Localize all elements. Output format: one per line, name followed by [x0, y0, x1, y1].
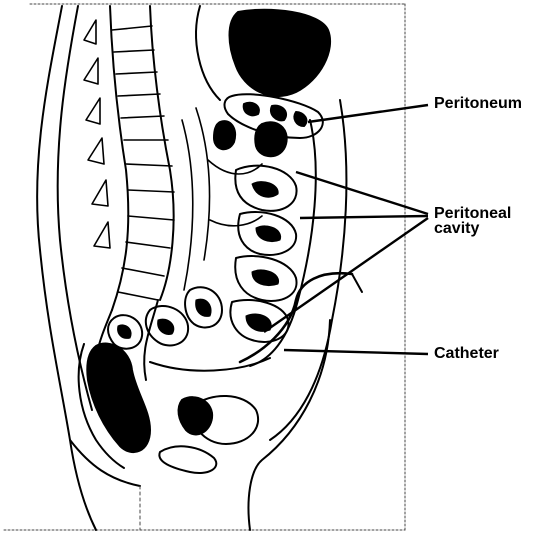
bowel-dark: [214, 121, 287, 156]
stomach-wall: [196, 6, 220, 100]
catheter-leader: [284, 350, 428, 354]
back-contour-inner: [58, 6, 92, 410]
cavity-leader-3: [264, 218, 428, 332]
vertebrae: [112, 26, 174, 300]
peritoneum-leader: [308, 105, 428, 122]
spinous-processes: [84, 20, 110, 248]
cavity-leader-2: [300, 216, 428, 218]
uterus: [179, 397, 213, 434]
catheter-label: Catheter: [434, 346, 499, 361]
intestine-folds: [118, 182, 281, 339]
rectum: [87, 343, 150, 452]
back-contour: [37, 6, 96, 530]
catheter-end: [352, 274, 362, 292]
catheter-body-loop: [150, 358, 270, 371]
peritoneum-label: Peritoneum: [434, 96, 522, 111]
peritoneal-cavity-label-line2: cavity: [434, 221, 479, 236]
peritoneal-cavity-label-line1: Peritoneal: [434, 206, 511, 221]
stomach: [230, 10, 331, 96]
pubic-bone: [159, 446, 216, 473]
